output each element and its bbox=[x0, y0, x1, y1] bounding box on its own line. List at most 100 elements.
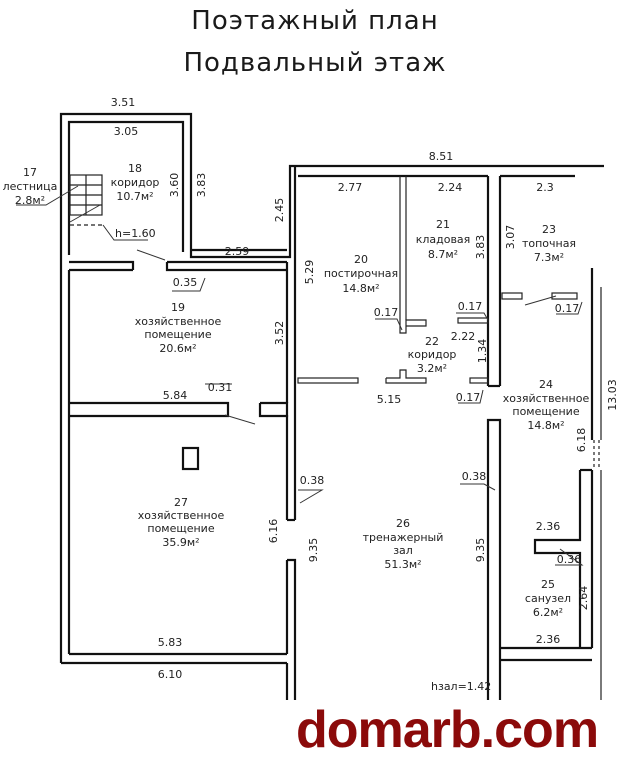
svg-text:6.16: 6.16 bbox=[267, 519, 280, 544]
svg-text:5.84: 5.84 bbox=[163, 389, 188, 402]
svg-text:0.17: 0.17 bbox=[555, 302, 580, 315]
watermark-logo[interactable]: domarb.com bbox=[290, 700, 605, 760]
svg-text:хозяйственное: хозяйственное bbox=[135, 315, 222, 328]
svg-text:топочная: топочная bbox=[522, 237, 576, 250]
room-26-label: 26 тренажерный зал 51.3м² bbox=[363, 517, 444, 571]
svg-text:2.36: 2.36 bbox=[536, 633, 561, 646]
svg-text:0.35: 0.35 bbox=[173, 276, 198, 289]
svg-text:2.22: 2.22 bbox=[451, 330, 476, 343]
room-19-label: 19 хозяйственное помещение 20.6м² bbox=[135, 301, 222, 355]
stair-height-note: h=1.60 bbox=[115, 227, 156, 240]
pillar bbox=[181, 446, 200, 471]
svg-text:2.24: 2.24 bbox=[438, 181, 463, 194]
svg-text:25: 25 bbox=[541, 578, 555, 591]
svg-text:5.15: 5.15 bbox=[377, 393, 402, 406]
svg-text:0.17: 0.17 bbox=[458, 300, 483, 313]
svg-text:0.31: 0.31 bbox=[208, 381, 233, 394]
svg-text:8.7м²: 8.7м² bbox=[428, 248, 458, 261]
plan-title-line1: Поэтажный план bbox=[191, 6, 439, 36]
svg-text:26: 26 bbox=[396, 517, 410, 530]
svg-text:24: 24 bbox=[539, 378, 553, 391]
svg-text:лестница: лестница bbox=[3, 180, 58, 193]
svg-text:20: 20 bbox=[354, 253, 368, 266]
room-25-walls bbox=[533, 470, 582, 648]
room-24-label: 24 хозяйственное помещение 14.8м² bbox=[503, 378, 590, 432]
partition bbox=[551, 292, 578, 300]
room-18-label: 18 коридор 10.7м² bbox=[111, 162, 160, 203]
svg-text:2.8м²: 2.8м² bbox=[15, 194, 45, 207]
wall-segment bbox=[165, 262, 287, 272]
svg-text:0.36: 0.36 bbox=[557, 553, 582, 566]
room-25-label: 25 санузел 6.2м² bbox=[525, 578, 571, 619]
wall-segment bbox=[69, 260, 135, 270]
svg-text:10.7м²: 10.7м² bbox=[116, 190, 153, 203]
svg-text:0.38: 0.38 bbox=[462, 470, 487, 483]
partition-tee bbox=[399, 319, 427, 334]
svg-text:14.8м²: 14.8м² bbox=[342, 282, 379, 295]
svg-text:6.18: 6.18 bbox=[575, 428, 588, 453]
wall-segment bbox=[69, 401, 230, 418]
svg-text:3.83: 3.83 bbox=[195, 173, 208, 198]
partition bbox=[457, 317, 489, 324]
svg-text:помещение: помещение bbox=[512, 405, 579, 418]
partition bbox=[297, 377, 359, 384]
partition bbox=[501, 292, 523, 300]
svg-text:помещение: помещение bbox=[144, 328, 211, 341]
svg-text:2.77: 2.77 bbox=[338, 181, 363, 194]
svg-text:2.3: 2.3 bbox=[536, 181, 554, 194]
svg-text:коридор: коридор bbox=[111, 176, 160, 189]
svg-text:2.45: 2.45 bbox=[273, 198, 286, 223]
svg-text:2.36: 2.36 bbox=[536, 520, 561, 533]
svg-text:2.59: 2.59 bbox=[225, 245, 250, 258]
svg-text:коридор: коридор bbox=[408, 348, 457, 361]
svg-text:кладовая: кладовая bbox=[416, 233, 471, 246]
room-23-label: 23 топочная 7.3м² bbox=[522, 223, 576, 264]
svg-text:13.03: 13.03 bbox=[606, 379, 619, 411]
svg-text:тренажерный: тренажерный bbox=[363, 531, 444, 544]
svg-text:3.2м²: 3.2м² bbox=[417, 362, 447, 375]
dimension-labels: 3.51 3.05 3.60 3.83 2.45 2.59 0.35 3.52 … bbox=[111, 96, 619, 681]
room-27-label: 27 хозяйственное помещение 35.9м² bbox=[138, 496, 225, 549]
svg-text:20.6м²: 20.6м² bbox=[159, 342, 196, 355]
leader-lines bbox=[16, 185, 584, 566]
room-21-label: 21 кладовая 8.7м² bbox=[416, 218, 471, 261]
svg-text:хозяйственное: хозяйственное bbox=[503, 392, 590, 405]
svg-text:3.51: 3.51 bbox=[111, 96, 136, 109]
svg-text:22: 22 bbox=[425, 335, 439, 348]
svg-text:2.64: 2.64 bbox=[577, 586, 590, 611]
svg-text:3.05: 3.05 bbox=[114, 125, 139, 138]
svg-text:3.60: 3.60 bbox=[168, 173, 181, 198]
svg-text:6.2м²: 6.2м² bbox=[533, 606, 563, 619]
hall-right-wall bbox=[486, 418, 502, 700]
svg-text:5.83: 5.83 bbox=[158, 636, 183, 649]
svg-text:3.83: 3.83 bbox=[474, 235, 487, 260]
wall-segment bbox=[258, 401, 289, 418]
stair-icon bbox=[69, 174, 103, 226]
svg-text:помещение: помещение bbox=[147, 522, 214, 535]
svg-text:6.10: 6.10 bbox=[158, 668, 183, 681]
plan-title-line2: Подвальный этаж bbox=[183, 48, 447, 78]
svg-text:9.35: 9.35 bbox=[307, 538, 320, 563]
svg-text:14.8м²: 14.8м² bbox=[527, 419, 564, 432]
svg-text:хозяйственное: хозяйственное bbox=[138, 509, 225, 522]
room-17-label: 17 лестница 2.8м² bbox=[3, 166, 58, 207]
svg-text:3.52: 3.52 bbox=[273, 321, 286, 346]
svg-text:постирочная: постирочная bbox=[324, 267, 398, 280]
outer-wall-top bbox=[59, 112, 604, 259]
svg-text:7.3м²: 7.3м² bbox=[534, 251, 564, 264]
svg-text:23: 23 bbox=[542, 223, 556, 236]
svg-text:9.35: 9.35 bbox=[474, 538, 487, 563]
svg-text:5.29: 5.29 bbox=[303, 260, 316, 285]
partition-tee bbox=[385, 369, 427, 384]
svg-text:0.17: 0.17 bbox=[374, 306, 399, 319]
svg-text:зал: зал bbox=[393, 544, 413, 557]
svg-text:21: 21 bbox=[436, 218, 450, 231]
room-20-label: 20 постирочная 14.8м² bbox=[324, 253, 398, 295]
svg-text:3.07: 3.07 bbox=[504, 225, 517, 250]
svg-text:35.9м²: 35.9м² bbox=[162, 536, 199, 549]
svg-text:0.17: 0.17 bbox=[456, 391, 481, 404]
walls bbox=[59, 112, 604, 700]
svg-text:1.34: 1.34 bbox=[476, 339, 489, 364]
hall-height-note: hзал=1.42 bbox=[431, 680, 491, 693]
